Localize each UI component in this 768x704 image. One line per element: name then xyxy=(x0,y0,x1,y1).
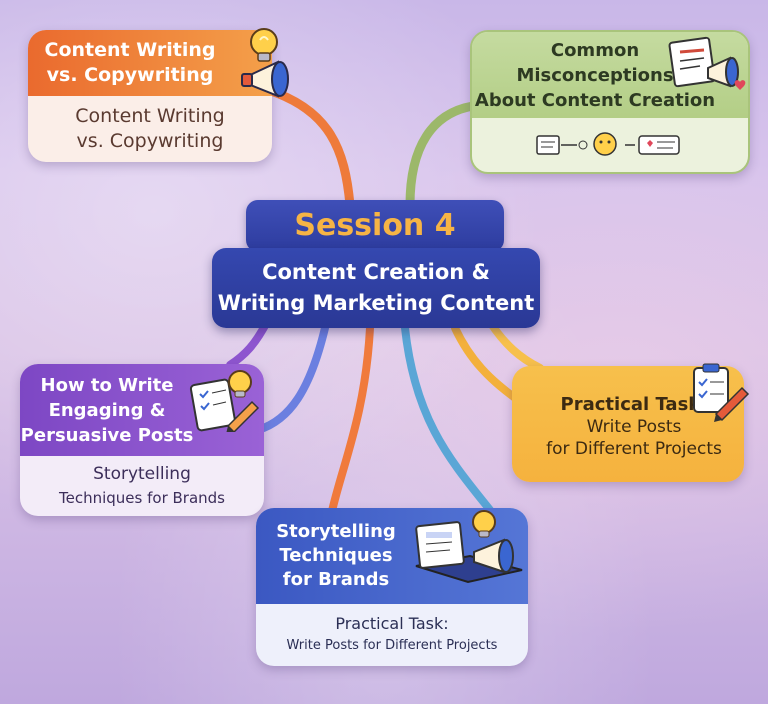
branch-storytelling-1 xyxy=(326,324,374,524)
branch-practical-2 xyxy=(486,318,544,372)
lightbulb-icon xyxy=(472,510,496,538)
central-topic-line2: Writing Marketing Content xyxy=(217,291,535,315)
book-megaphone-icon xyxy=(415,510,523,584)
node-engaging-line1: How to Write xyxy=(40,374,174,396)
lightbulb-megaphone-icon xyxy=(241,28,289,98)
central-topic-line1: Content Creation & xyxy=(262,260,490,284)
node-practical-task: Practical Task: Write Posts for Differen… xyxy=(512,366,744,482)
branch-copywriting xyxy=(263,85,355,210)
node-storytelling-body-line2: Write Posts for Different Projects xyxy=(286,638,498,653)
node-copywriting-header-line2: vs. Copywriting xyxy=(46,64,214,86)
branch-misconceptions xyxy=(405,100,485,210)
node-engaging-body-line2: Techniques for Brands xyxy=(59,489,225,507)
node-practical-title: Practical Task: xyxy=(560,394,708,415)
node-storytelling-body: Practical Task: Write Posts for Differen… xyxy=(256,604,528,666)
checklist-lightbulb-icon xyxy=(189,370,260,432)
checklist-icon xyxy=(189,378,237,432)
node-engaging-line2: Engaging & xyxy=(48,399,166,421)
session-badge: Session 4 xyxy=(246,200,504,252)
node-practical-line2: Write Posts xyxy=(586,417,682,437)
lightbulb-icon xyxy=(228,370,252,398)
branch-practical-1 xyxy=(451,324,522,404)
node-copywriting: Content Writing vs. Copywriting Content … xyxy=(28,30,272,162)
node-copywriting-header-line1: Content Writing xyxy=(44,39,216,61)
flow-doodle-icon xyxy=(536,132,680,156)
megaphone-icon xyxy=(241,60,289,98)
node-copywriting-header: Content Writing vs. Copywriting xyxy=(28,30,272,96)
book-icon xyxy=(415,521,523,584)
node-copywriting-body: Content Writing vs. Copywriting xyxy=(28,96,272,162)
megaphone-icon xyxy=(707,56,739,88)
node-storytelling-line3: for Brands xyxy=(282,569,390,590)
node-engaging-line3: Persuasive Posts xyxy=(20,424,194,446)
document-megaphone-icon xyxy=(668,36,746,90)
node-storytelling-line1: Storytelling xyxy=(276,521,396,542)
node-practical-content: Practical Task: Write Posts for Differen… xyxy=(512,366,744,482)
node-storytelling-body-line1: Practical Task: xyxy=(335,614,449,633)
node-copywriting-body-line1: Content Writing xyxy=(75,105,225,127)
node-storytelling-line2: Techniques xyxy=(279,545,393,566)
node-practical-line3: for Different Projects xyxy=(546,439,722,459)
branch-storytelling-2 xyxy=(401,324,494,514)
node-misconceptions-body xyxy=(472,118,748,172)
node-engaging-body: Storytelling Techniques for Brands xyxy=(20,456,264,516)
clipboard-pencil-icon xyxy=(693,363,750,422)
node-misconceptions-line1: Common xyxy=(550,39,640,61)
pencil-icon xyxy=(226,400,260,432)
node-misconceptions-line2: Misconceptions xyxy=(516,64,674,86)
megaphone-icon xyxy=(473,538,514,574)
node-misconceptions-line3: About Content Creation xyxy=(474,89,716,111)
heart-icon xyxy=(734,80,746,90)
branch-engaging-2 xyxy=(254,324,329,434)
clipboard-icon xyxy=(693,363,729,413)
pencil-icon xyxy=(714,386,750,422)
lightbulb-icon xyxy=(250,28,278,62)
node-engaging-body-line1: Storytelling xyxy=(93,464,191,484)
document-icon xyxy=(668,36,716,88)
central-topic: Content Creation & Writing Marketing Con… xyxy=(212,248,540,328)
node-copywriting-body-line2: vs. Copywriting xyxy=(76,130,224,152)
